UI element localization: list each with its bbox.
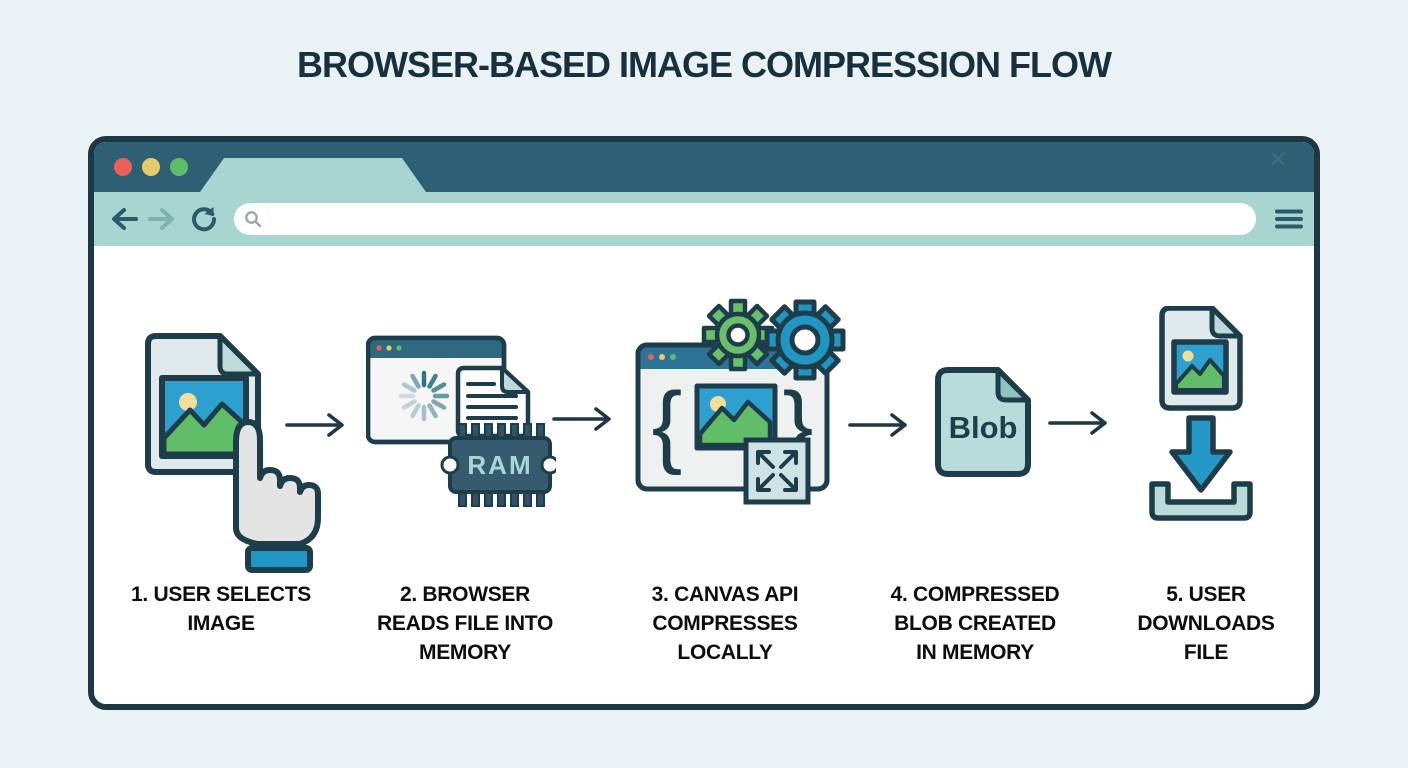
browser-tab[interactable] [200,158,426,192]
forward-arrow-icon[interactable] [148,206,178,232]
image-file-with-hand-cursor-icon [140,330,390,580]
image-file-download-tray-icon [1148,306,1254,522]
traffic-light-maximize[interactable] [170,158,188,176]
traffic-lights [114,158,188,176]
magnifier-icon [245,211,262,228]
traffic-light-minimize[interactable] [142,158,160,176]
step4-caption: 4. COMPRESSED BLOB CREATED IN MEMORY [890,583,1060,664]
address-bar[interactable] [234,203,1256,235]
browser-toolbar [94,192,1314,246]
reload-icon[interactable] [190,205,218,233]
arrow-step4-to-step5 [1048,410,1118,436]
back-arrow-icon[interactable] [108,206,138,232]
step3-caption: 3. CANVAS API COMPRESSES LOCALLY [651,583,799,664]
browser-titlebar [94,142,1314,192]
ram-label: RAM [467,450,532,480]
arrow-step3-to-step4 [848,412,918,438]
page-title: BROWSER-BASED IMAGE COMPRESSION FLOW [296,44,1112,85]
blob-document-icon: Blob [934,366,1034,478]
flow-diagram: RAM [94,246,1314,704]
menu-hamburger-icon[interactable] [1274,207,1304,231]
browser-loading-spinner-file-ram-icon: RAM [366,334,556,514]
traffic-light-close[interactable] [114,158,132,176]
brace-left: { [652,374,683,476]
browser-canvas-gears-resize-icon: { } [634,294,862,509]
step1-caption: 1. USER SELECTS IMAGE [131,583,311,635]
arrow-step2-to-step3 [552,406,622,432]
arrow-step1-to-step2 [285,412,355,438]
blob-label: Blob [949,410,1018,445]
step5-caption: 5. USER DOWNLOADS FILE [1137,583,1275,664]
tab-close-icon[interactable] [1270,151,1286,167]
browser-window: RAM [88,136,1320,710]
step2-caption: 2. BROWSER READS FILE INTO MEMORY [377,583,553,664]
